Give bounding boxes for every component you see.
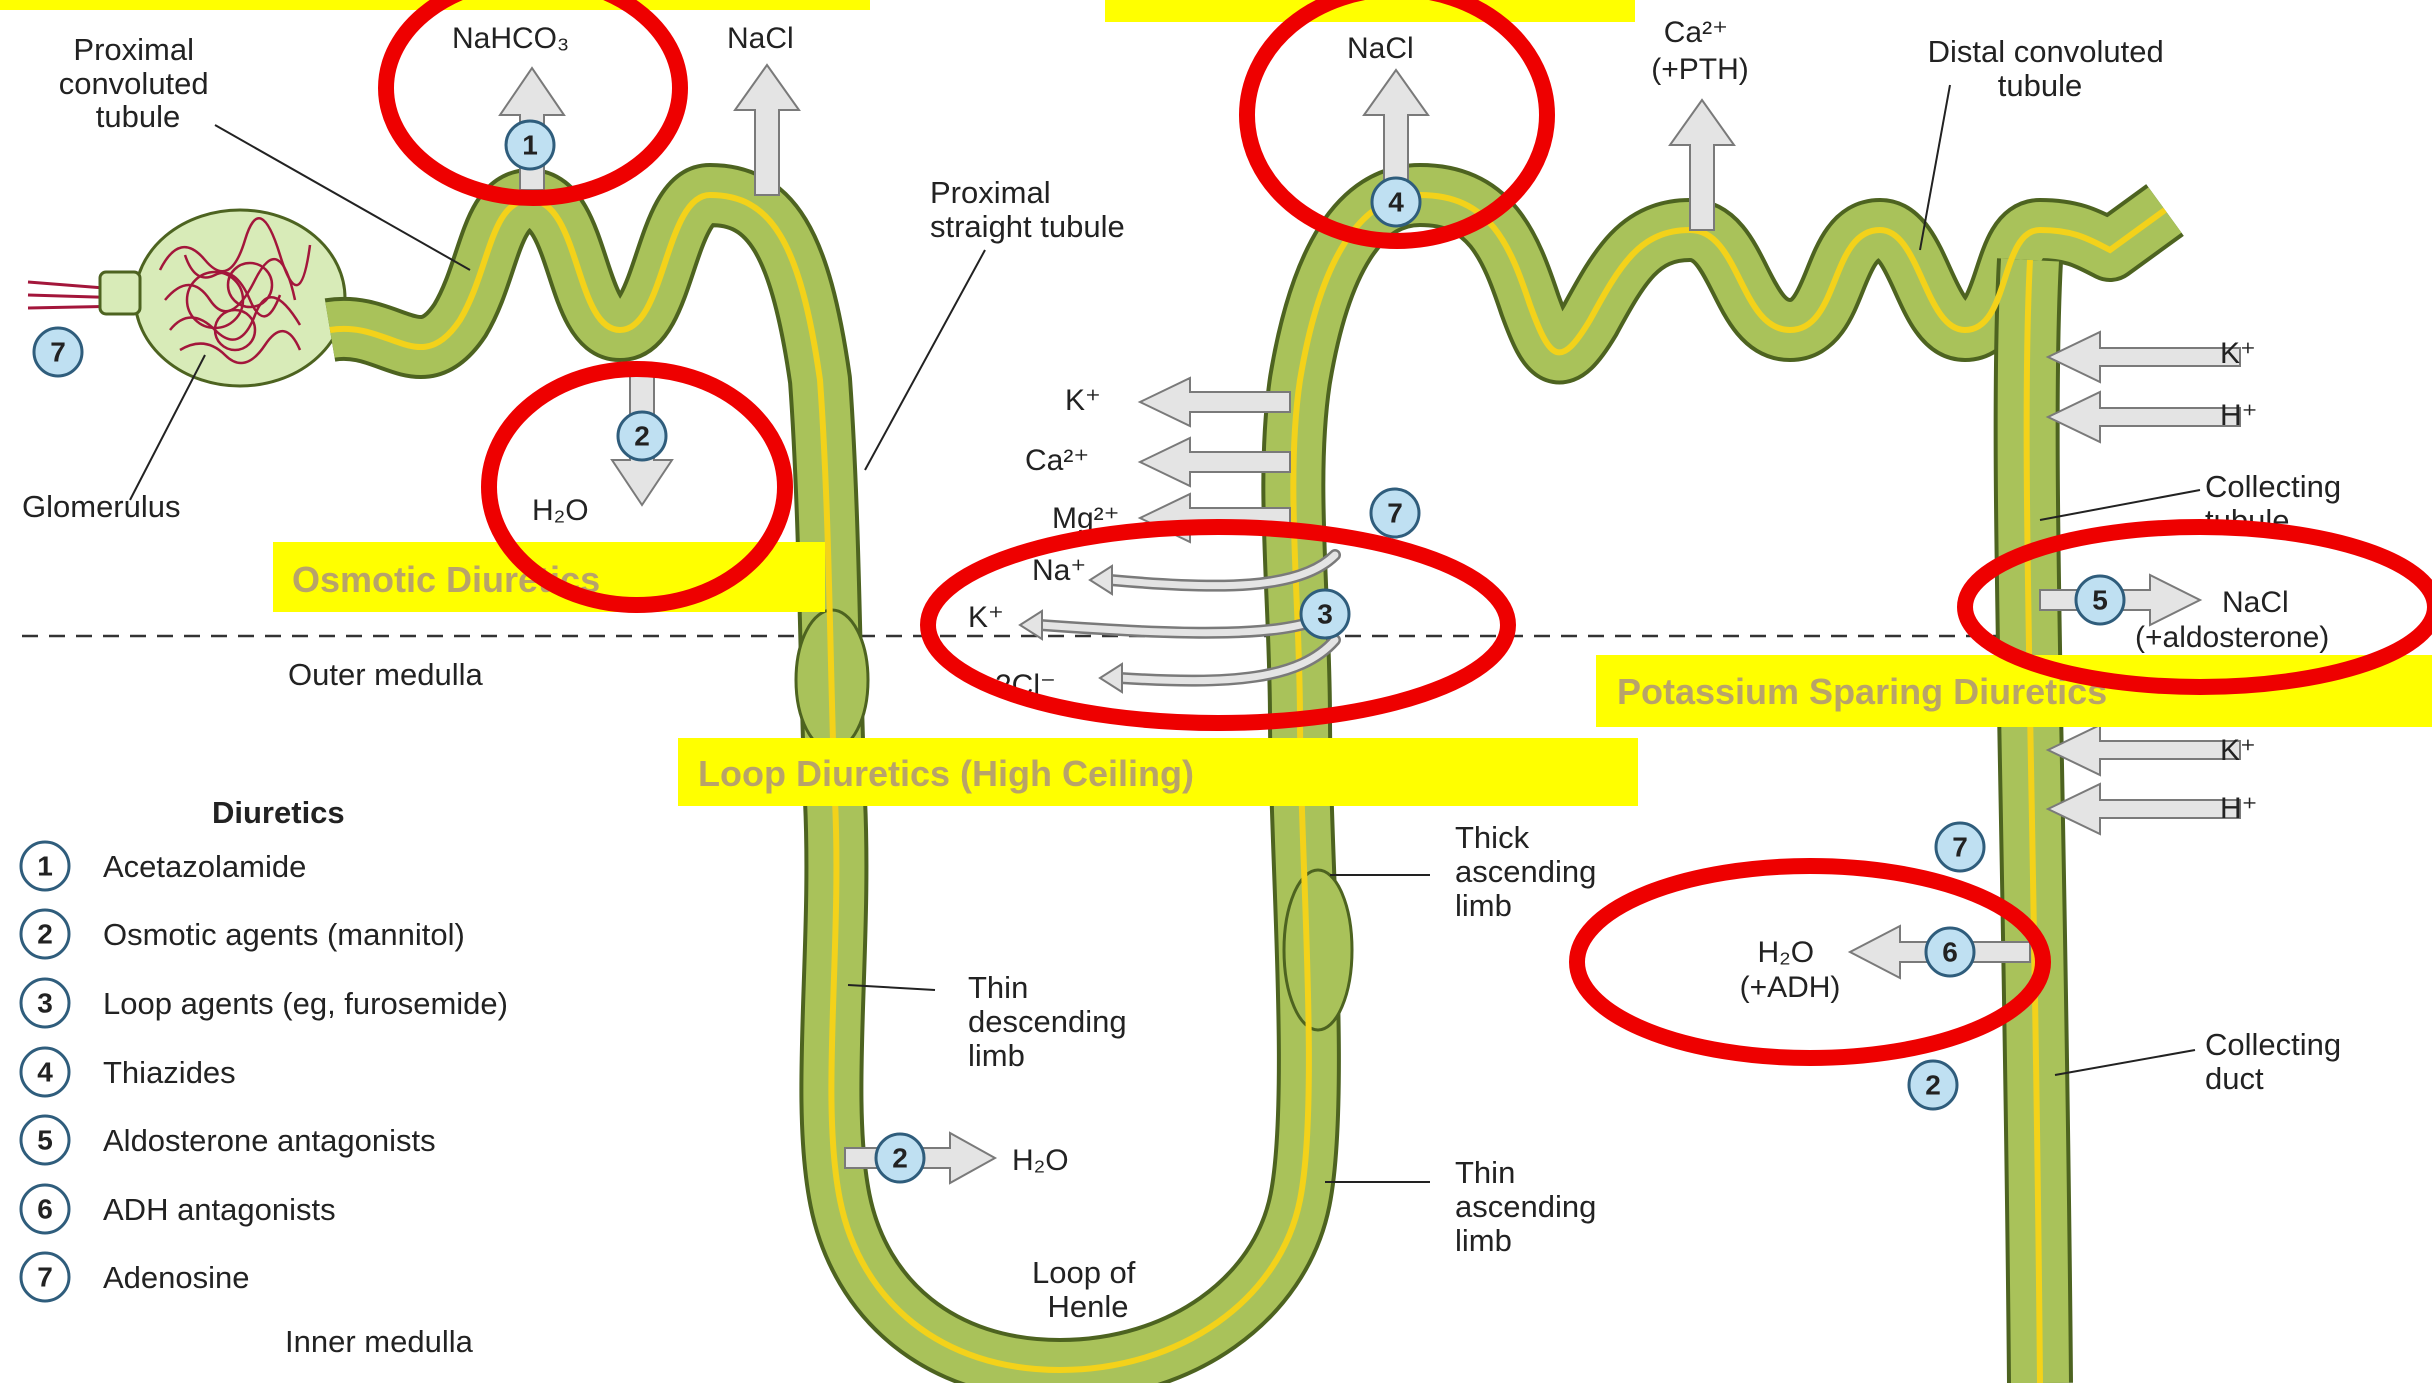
svg-text:Loop agents (eg, furosemide): Loop agents (eg, furosemide) <box>103 986 508 1021</box>
label-thick-ascending-limb: Thick ascending limb <box>1455 820 1605 923</box>
badge-3-loop: 3 <box>1301 590 1349 638</box>
arrow-left-k-distal <box>2048 332 2240 382</box>
arrowhead-2cl <box>1100 664 1122 692</box>
legend-item-1: 1 Acetazolamide <box>21 842 306 890</box>
ion-nacl-distal: NaCl <box>1347 32 1414 65</box>
label-thin-descending-limb: Thin descending limb <box>968 970 1135 1073</box>
vascular-pole <box>100 272 140 314</box>
legend-item-6: 6 ADH antagonists <box>21 1185 336 1233</box>
arrow-left-h-distal <box>2048 392 2240 442</box>
svg-text:2: 2 <box>1925 1070 1941 1101</box>
badge-6-adh: 6 <box>1926 928 1974 976</box>
label-proximal-straight-tubule: Proximal straight tubule <box>930 175 1125 244</box>
arrowhead-na <box>1090 566 1112 594</box>
legend-item-4: 4 Thiazides <box>21 1048 236 1096</box>
svg-text:2: 2 <box>892 1143 908 1174</box>
svg-text:6: 6 <box>1942 937 1958 968</box>
legend-item-7: 7 Adenosine <box>21 1253 250 1301</box>
ion-h2o-proximal: H₂O <box>532 494 589 527</box>
label-outer-medulla: Outer medulla <box>288 657 483 692</box>
svg-text:7: 7 <box>1952 832 1968 863</box>
badge-5-collecting: 5 <box>2076 576 2124 624</box>
highlight-loop-text: Loop Diuretics (High Ceiling) <box>698 753 1194 794</box>
label-loop-of-henle: Loop of Henle <box>1032 1255 1144 1324</box>
svg-text:1: 1 <box>522 130 538 161</box>
ion-h-collecting: H⁺ <box>2220 792 2258 825</box>
svg-text:Adenosine: Adenosine <box>103 1260 250 1295</box>
ion-k-loop-cotransport: K⁺ <box>968 601 1004 634</box>
ion-h2o-descending: H₂O <box>1012 1144 1069 1177</box>
highlight-top-center-partial <box>1105 0 1635 22</box>
legend-title: Diuretics <box>212 795 345 830</box>
arrow-left-h-collecting <box>2048 784 2240 834</box>
svg-text:2: 2 <box>634 421 650 452</box>
svg-text:5: 5 <box>2092 585 2108 616</box>
svg-text:1: 1 <box>37 851 53 882</box>
label-thin-ascending-limb: Thin ascending limb <box>1455 1155 1605 1258</box>
ion-k-distal: K⁺ <box>2220 337 2256 370</box>
ion-ca-loop: Ca²⁺ <box>1025 444 1089 477</box>
ion-na-loop: Na⁺ <box>1032 554 1086 587</box>
svg-text:7: 7 <box>1387 498 1403 529</box>
svg-text:7: 7 <box>37 1262 53 1293</box>
svg-text:2: 2 <box>37 919 53 950</box>
ion-ca-pth: Ca²⁺ (+PTH) <box>1651 16 1749 86</box>
svg-text:Osmotic agents (mannitol): Osmotic agents (mannitol) <box>103 917 465 952</box>
thick-limb-bulge <box>1284 870 1352 1030</box>
svg-text:Aldosterone antagonists: Aldosterone antagonists <box>103 1123 436 1158</box>
svg-text:Acetazolamide: Acetazolamide <box>103 849 306 884</box>
label-proximal-convoluted-tubule: Proximal convoluted tubule <box>59 32 218 134</box>
label-glomerulus: Glomerulus <box>22 489 181 524</box>
svg-text:ADH antagonists: ADH antagonists <box>103 1192 336 1227</box>
legend-item-3: 3 Loop agents (eg, furosemide) <box>21 979 508 1027</box>
badge-7-glomerulus: 7 <box>34 328 82 376</box>
arrow-left-k-collecting <box>2048 725 2240 775</box>
legend-item-2: 2 Osmotic agents (mannitol) <box>21 910 465 958</box>
badge-2-collecting-duct: 2 <box>1909 1061 1957 1109</box>
svg-text:Thiazides: Thiazides <box>103 1055 236 1090</box>
badge-4-distal: 4 <box>1372 178 1420 226</box>
highlight-potassium-sparing-text: Potassium Sparing Diuretics <box>1617 671 2107 712</box>
badge-7-loop: 7 <box>1371 489 1419 537</box>
svg-text:7: 7 <box>50 337 66 368</box>
svg-text:3: 3 <box>37 988 53 1019</box>
svg-text:4: 4 <box>37 1057 53 1088</box>
svg-text:4: 4 <box>1388 187 1404 218</box>
badge-1-pct: 1 <box>506 121 554 169</box>
badge-7-collecting: 7 <box>1936 823 1984 871</box>
svg-text:3: 3 <box>1317 599 1333 630</box>
ion-k-loop: K⁺ <box>1065 384 1101 417</box>
svg-text:6: 6 <box>37 1194 53 1225</box>
ion-h-distal: H⁺ <box>2220 399 2258 432</box>
label-distal-convoluted-tubule: Distal convoluted tubule <box>1928 34 2173 103</box>
badge-2-descending: 2 <box>876 1134 924 1182</box>
circle-loop-cotransport <box>928 527 1508 723</box>
legend-item-5: 5 Aldosterone antagonists <box>21 1116 436 1164</box>
svg-text:5: 5 <box>37 1125 53 1156</box>
ion-h2o-adh: H₂O (+ADH) <box>1740 936 1841 1004</box>
badge-2-h2o-proximal: 2 <box>618 412 666 460</box>
ion-nacl-proximal: NaCl <box>727 22 794 55</box>
diuretics-legend: Diuretics 1 Acetazolamide 2 Osmotic agen… <box>21 795 508 1301</box>
ion-nahco3: NaHCO₃ <box>452 22 569 55</box>
label-collecting-duct: Collecting duct <box>2205 1027 2350 1096</box>
ion-k-collecting: K⁺ <box>2220 734 2256 767</box>
label-inner-medulla: Inner medulla <box>285 1324 474 1359</box>
